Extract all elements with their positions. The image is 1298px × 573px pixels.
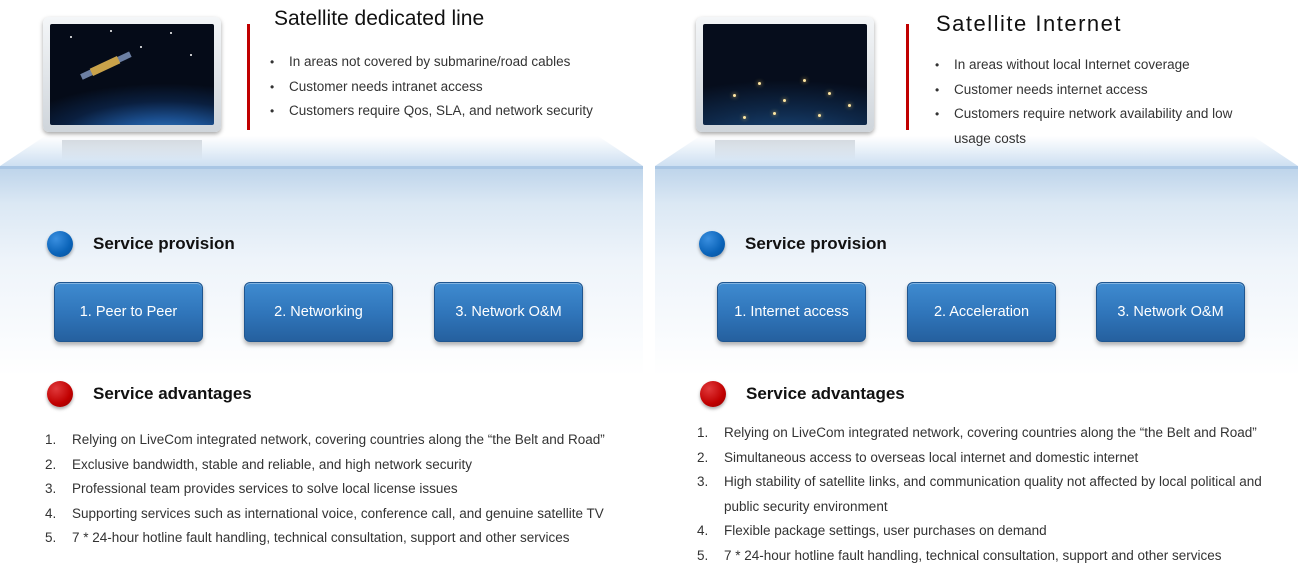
satellite-over-earth-image: [50, 24, 214, 125]
service-provision-heading: Service provision: [699, 231, 887, 257]
list-item: Customer needs intranet access: [270, 75, 593, 100]
monitor-frame: [696, 17, 874, 132]
red-divider: [247, 24, 250, 130]
monitor-frame: [43, 17, 221, 132]
monitor-reflection: [62, 140, 202, 160]
list-item: 1.Relying on LiveCom integrated network,…: [45, 432, 605, 447]
satellite-dedicated-line-panel: Satellite dedicated line In areas not co…: [0, 0, 643, 573]
list-item: Customers require network availability a…: [935, 102, 1235, 151]
list-item: 5.7 * 24-hour hotline fault handling, te…: [697, 547, 1222, 563]
list-item: Customers require Qos, SLA, and network …: [270, 99, 593, 124]
list-item: 4.Flexible package settings, user purcha…: [697, 523, 1047, 539]
satellite-internet-panel: Satellite Internet In areas without loca…: [655, 0, 1298, 573]
service-provision-heading: Service provision: [47, 231, 235, 257]
internet-access-button[interactable]: 1. Internet access: [717, 282, 866, 342]
list-item: 1.Relying on LiveCom integrated network,…: [697, 425, 1257, 440]
blue-circle-icon: [699, 231, 725, 257]
list-item: 2.Exclusive bandwidth, stable and reliab…: [45, 456, 472, 472]
requirements-list: In areas not covered by submarine/road c…: [270, 50, 593, 124]
red-divider: [906, 24, 909, 130]
requirements-list: In areas without local Internet coverage…: [935, 53, 1235, 151]
section-label: Service advantages: [93, 384, 252, 403]
list-item: In areas not covered by submarine/road c…: [270, 50, 593, 75]
acceleration-button[interactable]: 2. Acceleration: [907, 282, 1056, 342]
list-item: 3.High stability of satellite links, and…: [697, 474, 1262, 514]
blue-circle-icon: [47, 231, 73, 257]
list-item: 5.7 * 24-hour hotline fault handling, te…: [45, 530, 570, 546]
stage-band: [0, 166, 643, 376]
satellite-icon: [89, 56, 121, 76]
stage-band: [655, 166, 1298, 376]
monitor-reflection: [715, 140, 855, 160]
network-om-button[interactable]: 3. Network O&M: [1096, 282, 1245, 342]
section-label: Service provision: [93, 234, 235, 253]
advantages-list: 1.Relying on LiveCom integrated network,…: [45, 428, 645, 551]
earth-network-lights-image: [703, 24, 867, 125]
section-label: Service provision: [745, 234, 887, 253]
section-label: Service advantages: [746, 384, 905, 403]
list-item: In areas without local Internet coverage: [935, 53, 1235, 78]
red-circle-icon: [47, 381, 73, 407]
list-item: 3.Professional team provides services to…: [45, 481, 458, 497]
network-om-button[interactable]: 3. Network O&M: [434, 282, 583, 342]
list-item: 4.Supporting services such as internatio…: [45, 505, 604, 521]
red-circle-icon: [700, 381, 726, 407]
networking-button[interactable]: 2. Networking: [244, 282, 393, 342]
panel-title: Satellite dedicated line: [274, 7, 485, 30]
peer-to-peer-button[interactable]: 1. Peer to Peer: [54, 282, 203, 342]
list-item: 2.Simultaneous access to overseas local …: [697, 449, 1139, 465]
service-advantages-heading: Service advantages: [47, 381, 252, 407]
list-item: Customer needs internet access: [935, 78, 1235, 103]
panel-title: Satellite Internet: [936, 11, 1122, 36]
advantages-list: 1.Relying on LiveCom integrated network,…: [697, 421, 1297, 569]
service-advantages-heading: Service advantages: [700, 381, 905, 407]
